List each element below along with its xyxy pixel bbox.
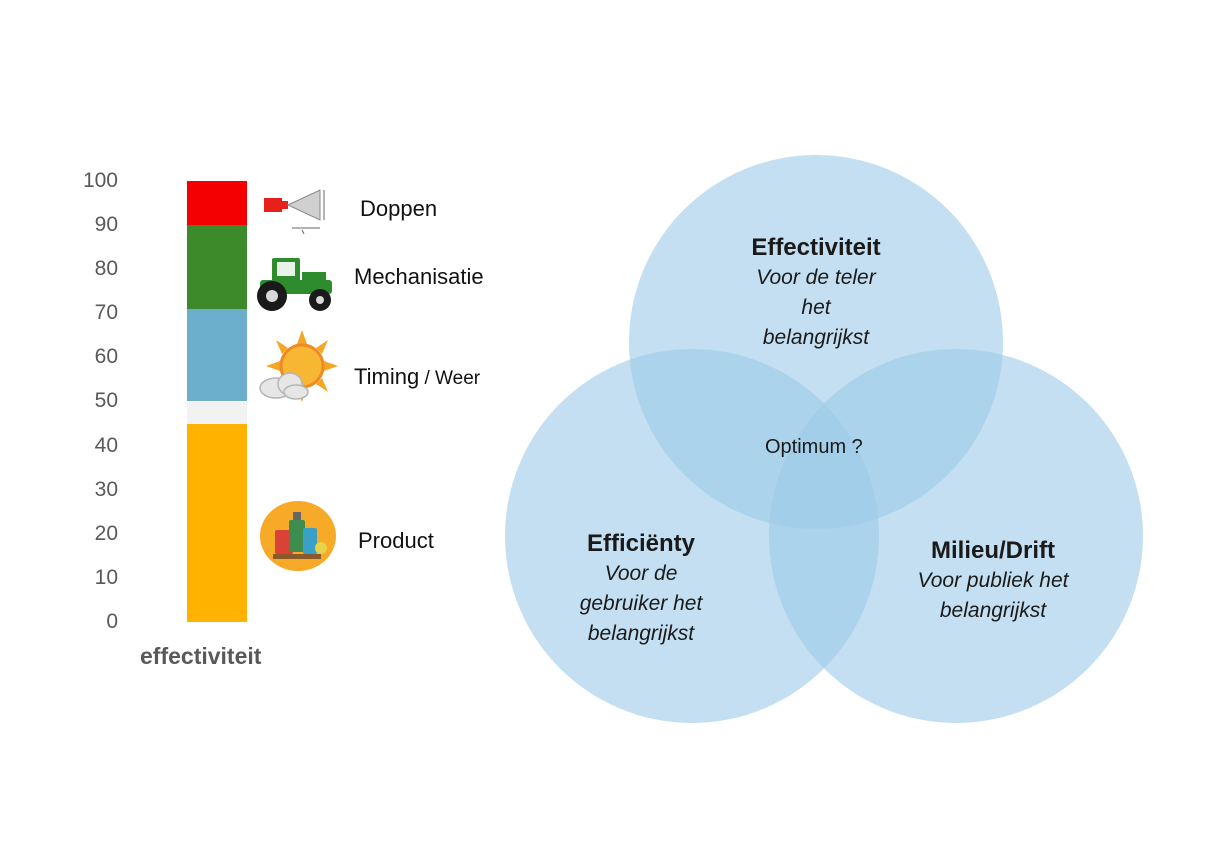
factor-label-mechanisatie: Mechanisatie <box>354 264 484 289</box>
factor-label-timing: Timing <box>354 364 420 389</box>
y-tick: 100 <box>82 169 118 192</box>
venn-text-milieu-drift: Milieu/Drift Voor publiek het belangrijk… <box>878 536 1108 626</box>
bar-segment-timing <box>187 308 247 402</box>
y-tick: 10 <box>94 566 118 589</box>
venn-text-efficienty: Efficiënty Voor de gebruiker het belangr… <box>531 529 751 649</box>
y-tick: 30 <box>94 478 118 501</box>
y-tick: 90 <box>94 213 118 236</box>
y-tick: 60 <box>94 345 118 368</box>
factor-label-product: Product <box>358 528 434 553</box>
factor-label-separator: / <box>419 368 436 389</box>
venn-title-efficienty: Efficiënty <box>586 530 696 557</box>
bar-segment-mechanisatie <box>187 225 247 309</box>
venn-subtitle-line: Voor de teler <box>756 266 876 289</box>
x-axis-label: effectiviteit <box>140 643 262 669</box>
venn-circle-efficienty <box>505 349 879 723</box>
y-tick: 20 <box>94 522 118 545</box>
factor-label-weer: Weer <box>435 368 481 389</box>
venn-subtitle-line: het <box>801 296 831 319</box>
bar-segment-gap <box>187 401 247 424</box>
venn-subtitle-line: belangrijkst <box>762 326 870 349</box>
tractor-icon <box>257 258 332 311</box>
sun-cloud-icon <box>259 330 338 402</box>
venn-subtitle-line: belangrijkst <box>587 622 695 645</box>
venn-center-optimum: Optimum ? <box>765 436 863 458</box>
bar-segment-product <box>187 423 247 622</box>
y-tick: 50 <box>94 389 118 412</box>
factor-label-timing-weer: Timing / Weer <box>354 364 480 390</box>
venn-text-effectiviteit: Effectiviteit Voor de teler het belangri… <box>696 233 936 353</box>
venn-subtitle-line: Voor de <box>604 562 678 585</box>
factor-label-doppen: Doppen <box>360 196 438 221</box>
venn-title-effectiviteit: Effectiviteit <box>751 234 881 261</box>
bar-segment-doppen <box>187 181 247 226</box>
nozzle-icon <box>264 189 325 235</box>
product-icon <box>260 501 336 571</box>
y-tick: 70 <box>94 301 118 324</box>
venn-subtitle-line: Voor publiek het <box>917 569 1069 592</box>
y-tick: 40 <box>94 434 118 457</box>
venn-title-milieu-drift: Milieu/Drift <box>931 537 1055 564</box>
y-tick: 0 <box>106 610 118 633</box>
venn-circle-milieu-drift <box>769 349 1143 723</box>
venn-subtitle-line: belangrijkst <box>939 599 1047 622</box>
y-tick: 80 <box>94 257 118 280</box>
venn-subtitle-line: gebruiker het <box>579 592 703 615</box>
